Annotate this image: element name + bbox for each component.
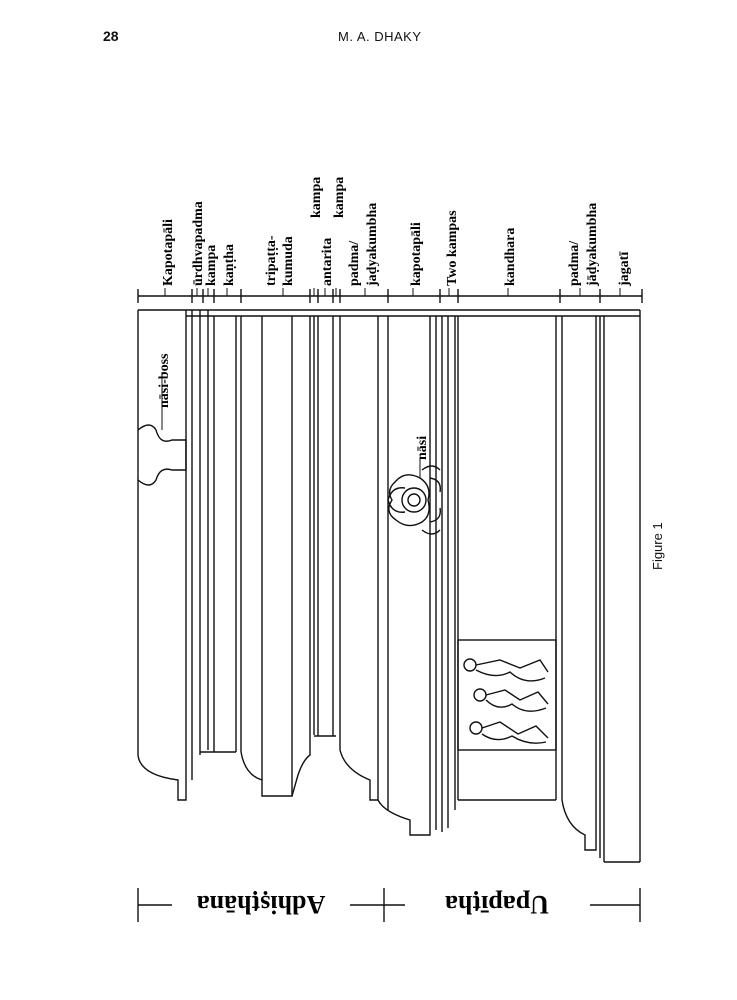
sculpture-panel xyxy=(457,639,557,751)
nasi-ornament xyxy=(387,465,441,535)
label-jadyakumbha-2: jāḍyakumbha xyxy=(585,203,600,287)
label-kampa-3: kampa xyxy=(332,177,347,218)
label-scale-axis xyxy=(137,288,643,303)
label-upapitha: Upapīṭha xyxy=(445,890,549,919)
label-padma-2: padma/ xyxy=(567,240,582,286)
label-kapotapali-2: kapotapāli xyxy=(409,222,424,286)
label-jadyakumbha-1: jaḍyakumbha xyxy=(365,203,380,287)
label-kampa-1: kampa xyxy=(204,245,219,286)
label-adhisthana: Adhiṣṭhāna xyxy=(197,890,326,919)
nasi-boss-shape xyxy=(137,424,187,486)
label-antarita: antarita xyxy=(320,238,335,286)
label-nasi-boss: nāsi-boss xyxy=(157,353,172,408)
page-number: 28 xyxy=(103,28,119,44)
label-kampa-2: kampa xyxy=(309,177,324,218)
label-kandhara: kandhara xyxy=(503,228,518,286)
zone-bracket xyxy=(137,888,641,922)
label-tripatta: tripaṭṭa- xyxy=(264,235,279,286)
label-two-kampas: Two kampas xyxy=(445,210,460,286)
moulding-labels: Kapotapāli ūrdhvapadma kampa kaṇṭha trip… xyxy=(161,177,632,287)
label-kantha: kaṇṭha xyxy=(222,244,237,286)
label-padma-1: padma/ xyxy=(347,240,362,286)
label-kumuda: kumuda xyxy=(281,236,296,286)
running-head: M. A. DHAKY xyxy=(338,29,422,44)
label-nasi: nāsi xyxy=(415,436,430,460)
label-jagati: jagatī xyxy=(617,251,632,287)
moulding-profile xyxy=(137,309,641,863)
label-urdhvapadma: ūrdhvapadma xyxy=(191,201,206,286)
label-kapotapali-top: Kapotapāli xyxy=(161,219,176,286)
